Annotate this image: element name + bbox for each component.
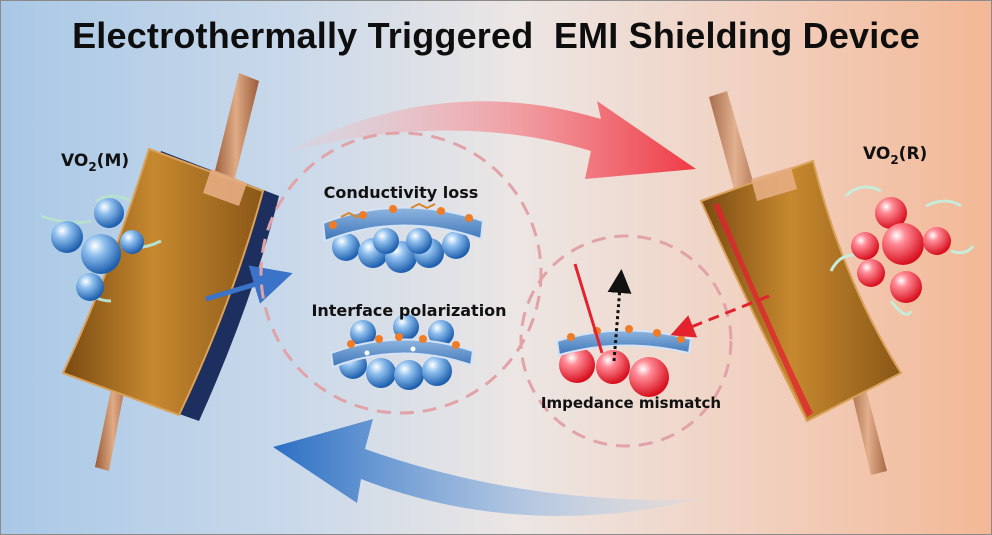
impedance-mismatch-illustration: [555, 263, 693, 397]
figure-title: Electrothermally Triggered EMI Shielding…: [72, 15, 920, 56]
top-electrode-left: [213, 73, 259, 186]
label-vo2-monoclinic: VO2(M): [61, 151, 129, 174]
label-conductivity-loss: Conductivity loss: [324, 183, 479, 202]
device-rutile: [699, 91, 903, 475]
vo2-monoclinic-particles: [40, 194, 162, 303]
zoom-arrow-left: [205, 265, 293, 304]
label-interface-polarization: Interface polarization: [311, 301, 506, 320]
vo2-rutile-particles: [829, 185, 975, 316]
mechanism-circle-right: [519, 234, 733, 448]
conductivity-loss-illustration: [321, 202, 485, 273]
cooling-cycle-arrow: [273, 419, 701, 516]
heating-cycle-arrow: [284, 101, 696, 179]
mechanism-circle-left: [259, 131, 543, 415]
label-vo2-rutile: VO2(R): [863, 144, 927, 167]
interface-polarization-illustration: [329, 314, 475, 390]
bottom-electrode-right: [849, 377, 887, 475]
label-impedance-mismatch: Impedance mismatch: [541, 394, 721, 412]
device-monoclinic: [61, 73, 279, 471]
